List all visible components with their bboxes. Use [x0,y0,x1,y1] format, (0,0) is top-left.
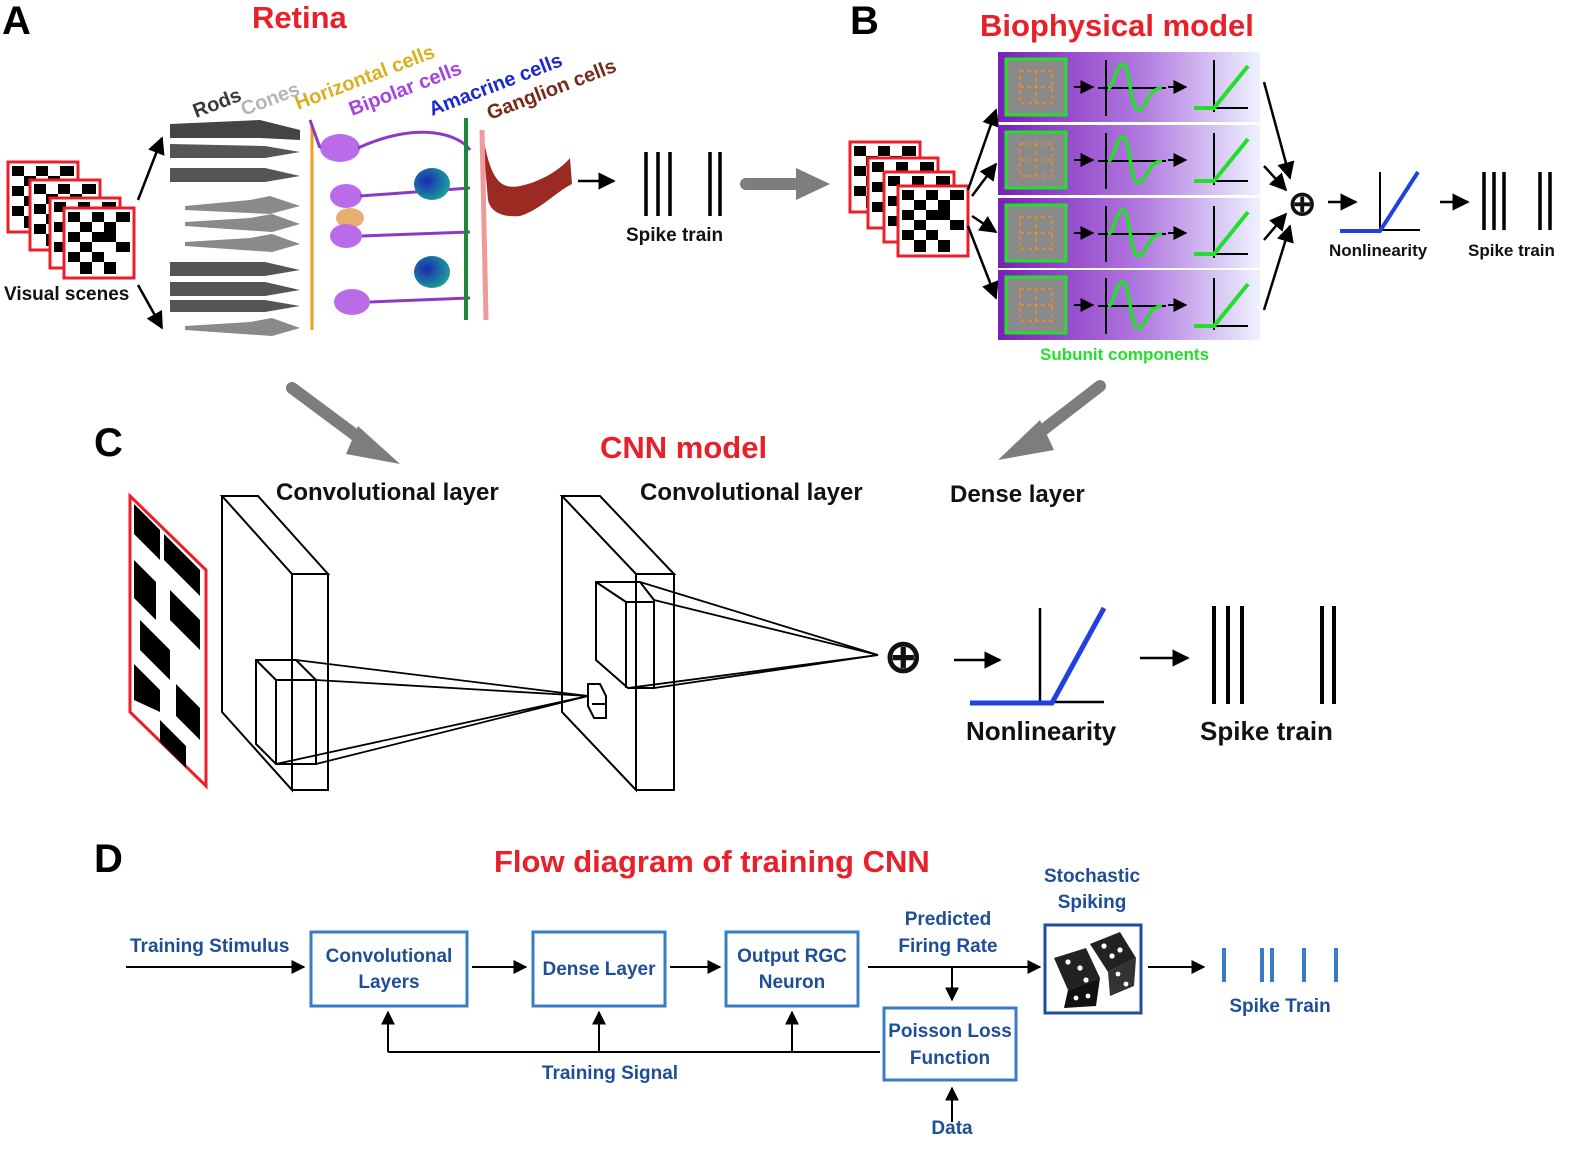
dense-layer-label: Dense layer [950,481,1085,508]
box-output-rgc-neuron: Output RGC Neuron [724,930,860,1008]
svg-text:Function: Function [910,1048,990,1069]
svg-text:Convolutional: Convolutional [326,946,453,967]
gray-arrow-b-to-c [998,380,1106,460]
spike-train-d [1222,948,1338,982]
box-poisson-loss-function: Poisson Loss Function [882,1006,1018,1082]
subunit-components [998,52,1260,340]
nonlinearity-b [1340,170,1420,233]
conv-layer-2-label: Convolutional layer [640,479,863,506]
box-convolutional-layers: Convolutional Layers [309,930,469,1008]
svg-text:Neuron: Neuron [759,972,826,993]
panel-c-letter: C [94,421,123,465]
svg-text:Dense Layer: Dense Layer [542,959,656,980]
training-signal-feedback [381,1010,880,1053]
panel-c-title: CNN model [600,430,767,465]
dice-icon [1054,932,1136,1008]
predicted-firing-rate-line2: Firing Rate [898,936,997,957]
panel-a-letter: A [2,0,31,43]
dice-box [1043,923,1143,1015]
label-rods: Rods [190,84,245,122]
arrow-scenes-down [136,284,164,330]
svg-text:Output RGC: Output RGC [737,946,847,967]
gray-arrow-a-to-b [740,168,830,200]
spike-train-a [644,152,722,216]
panel-d-letter: D [94,837,123,881]
spike-train-c [1212,606,1336,704]
svg-text:Poisson Loss: Poisson Loss [888,1021,1012,1042]
subunit-components-label: Subunit components [1040,345,1209,364]
panel-b-letter: B [850,0,879,43]
receptive-field-lines [275,581,879,765]
visual-scenes-label: Visual scenes [4,284,129,305]
visual-scenes-stack [6,160,136,280]
retina-illustration [170,118,572,336]
panel-d-title: Flow diagram of training CNN [494,844,930,879]
sum-symbol-c: ⊕ [884,630,923,682]
stochastic-spiking-line2: Spiking [1058,892,1127,913]
spike-train-d-label: Spike Train [1229,996,1330,1017]
spike-train-b [1482,172,1552,230]
conv-block-2 [559,495,677,793]
training-signal-label: Training Signal [542,1063,678,1084]
svg-text:Layers: Layers [358,972,419,993]
fan-in-arrows [1262,81,1295,311]
data-label: Data [931,1118,973,1139]
training-stimulus-label: Training Stimulus [130,936,289,957]
nonlinearity-b-label: Nonlinearity [1329,241,1428,260]
fan-out-arrows [966,108,1000,300]
stochastic-spiking-line1: Stochastic [1044,866,1141,887]
visual-scenes-stack-b [848,140,970,258]
sum-symbol-b: ⊕ [1288,185,1317,223]
gray-arrow-a-to-c [286,382,400,464]
nonlinearity-c-label: Nonlinearity [966,716,1117,746]
conv-layer-1-label: Convolutional layer [276,479,499,506]
box-dense-layer: Dense Layer [531,930,667,1008]
predicted-firing-rate-line1: Predicted [905,909,992,930]
conv-block-1 [219,495,331,793]
nonlinearity-c [970,606,1107,706]
input-image-c [128,492,208,790]
arrow-scenes-up [136,136,165,201]
panel-a-title: Retina [252,0,348,35]
spike-train-a-label: Spike train [626,225,723,246]
panel-b-title: Biophysical model [980,8,1254,43]
spike-train-b-label: Spike train [1468,241,1555,260]
spike-train-c-label: Spike train [1200,716,1333,746]
